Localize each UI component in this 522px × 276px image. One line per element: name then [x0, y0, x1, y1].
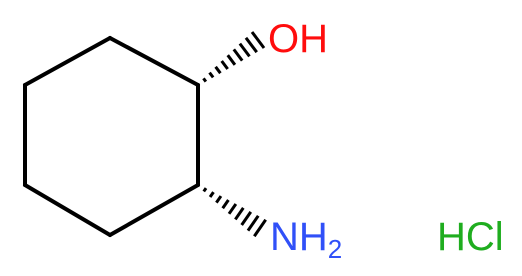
salt-label: HCl [437, 215, 504, 259]
hash-line [238, 42, 251, 58]
hash-line [234, 207, 245, 221]
hash-line [244, 36, 258, 54]
hash-line [215, 195, 223, 204]
hash-line [246, 214, 260, 232]
cyclohexane-ring [23, 36, 200, 237]
hash-line [220, 60, 229, 70]
hydroxyl-label: OH [268, 17, 328, 61]
amine-label-subscript: 2 [328, 234, 342, 264]
hash-line [227, 203, 238, 215]
amine-label: NH2 [270, 215, 342, 264]
hash-line [253, 218, 267, 238]
hash-line [208, 71, 215, 79]
hash-line [202, 77, 208, 83]
ring-bond-1 [108, 36, 200, 87]
hash-line [232, 48, 244, 62]
ring-bond-5 [108, 183, 200, 237]
hash-line [208, 191, 215, 198]
hash-line [196, 183, 200, 187]
hash-line [202, 187, 208, 193]
ring-bond-2 [23, 36, 112, 87]
ring-bond-4 [23, 183, 112, 237]
hash-line [240, 211, 253, 226]
hash-line [226, 54, 237, 66]
hash-line [221, 199, 230, 210]
hashed-wedge-bond-nh2 [196, 183, 267, 238]
hash-line [214, 65, 222, 75]
hash-line [196, 83, 200, 87]
amine-label-main: NH [270, 215, 328, 259]
hash-line [250, 31, 266, 49]
hashed-wedge-bond-oh [196, 31, 266, 87]
